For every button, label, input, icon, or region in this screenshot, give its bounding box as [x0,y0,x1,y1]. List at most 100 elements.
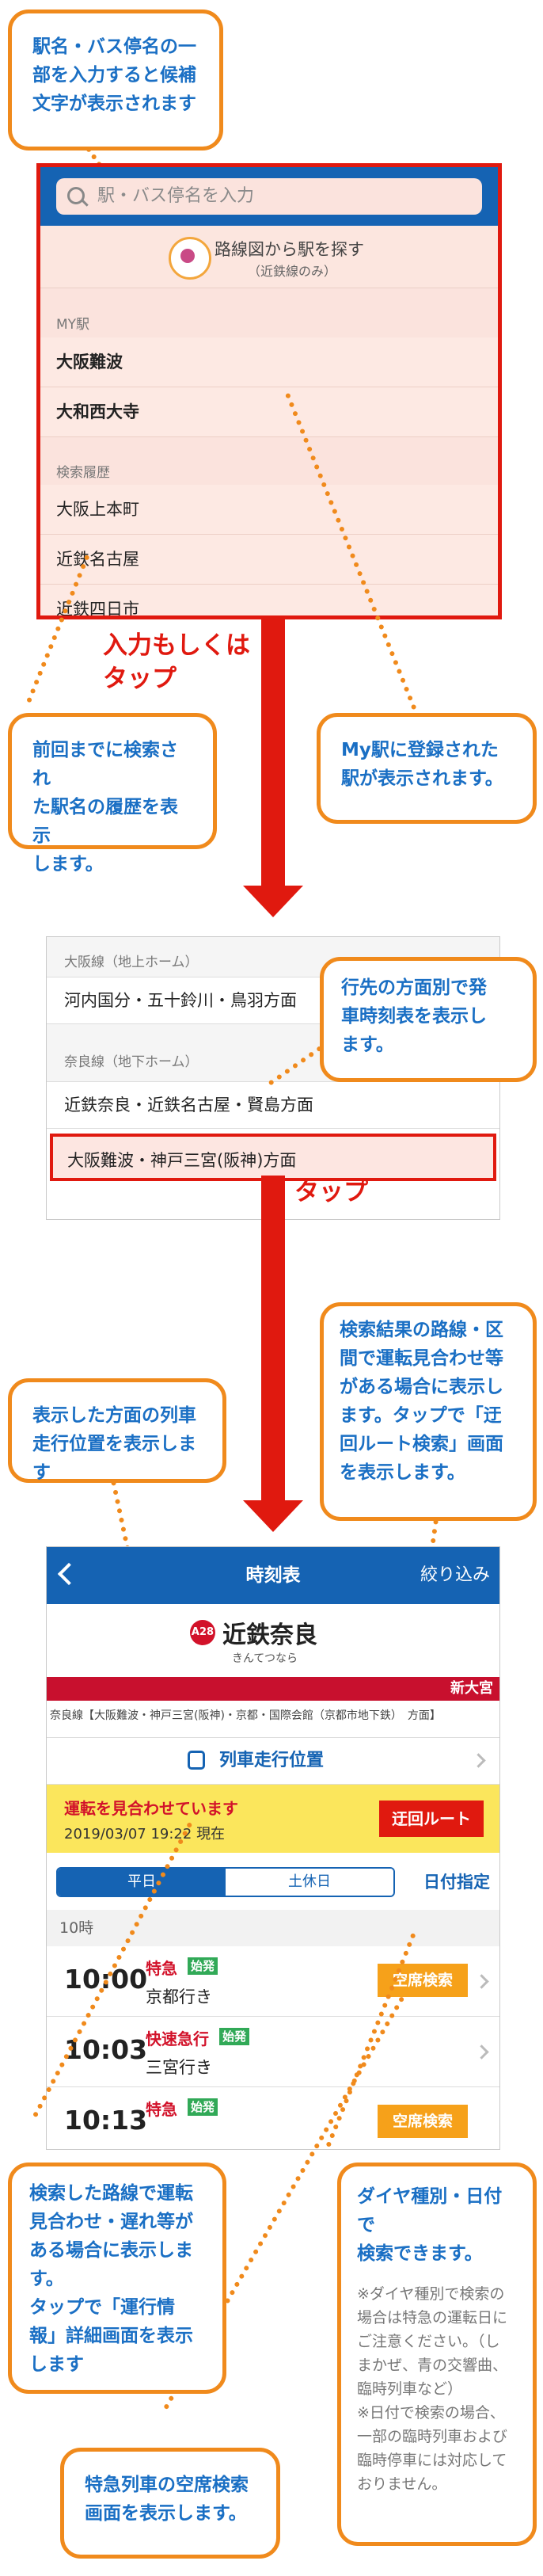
note-line: ※日付で検索の場合、 [357,2404,505,2422]
note-line: 一部の臨時列車および [357,2428,508,2445]
callout-reroute-hint: 検索結果の路線・区 間で運転見合わせ等 がある場合に表示し ます。タップで「迂 … [320,1302,537,1521]
callout-text: します [29,2354,84,2375]
train-time: 10:03 [64,2034,148,2065]
callout-operation-hint: 検索した路線で運転 見合わせ・遅れ等が ある場合に表示しま す。 タップで「運行… [8,2163,226,2394]
train-row[interactable]: 10:13 特急 始発 空席検索 [47,2087,499,2149]
warn-title: 運転を見合わせています [64,1799,238,1818]
next-station: 新大宮 [450,1680,493,1697]
flow-arrow-head [243,886,303,917]
tab-weekday[interactable]: 平日 [58,1869,226,1896]
callout-history-hint: 前回までに検索され た駅名の履歴を表示 します。 [8,713,217,875]
callout-text: 見合わせ・遅れ等が [29,2212,193,2232]
callout-position-hint: 表示した方面の列車 走行位置を表示します [8,1378,226,1483]
callout-text: た駅名の履歴を表示 [32,797,178,846]
flow-arrow [261,619,285,889]
filter-button[interactable]: 絞り込み [420,1565,490,1585]
callout-text: 回ルート検索」画面 [340,1434,503,1454]
warn-time: 2019/03/07 19:22 現在 [64,1826,226,1842]
first-departure-badge: 始発 [219,2028,250,2045]
tap-label: タップ [294,1178,368,1206]
note-line: 臨時列車など） [357,2380,463,2398]
nav-title: 時刻表 [245,1565,301,1586]
callout-text: す。 [29,2269,64,2289]
callout-text: 部を入力すると候補 [32,65,196,86]
route-map-search-button[interactable]: 路線図から駅を探す （近鉄線のみ） [40,226,498,288]
first-departure-badge: 始発 [188,2098,218,2116]
seat-search-button[interactable]: 空席検索 [378,2105,468,2138]
callout-text: ダイヤ種別・日付で [357,2186,503,2235]
callout-text: ます。 [341,1035,394,1055]
train-row[interactable]: 10:03 快速急行 始発 三宮行き [47,2017,499,2087]
day-type-segmented: 平日 土休日 [56,1867,395,1897]
train-type: 特急 [146,2100,177,2119]
direction-item-selected[interactable]: 大阪難波・神戸三宮(阪神)方面 [50,1134,496,1181]
route-map-sub: （近鉄線のみ） [248,264,337,279]
station-kana: きんてつなら [232,1652,298,1665]
station-header: A28 近鉄奈良 きんてつなら [47,1604,499,1674]
direction-item[interactable]: 近鉄奈良・近鉄名古屋・賢島方面 [47,1081,499,1129]
hour-header: 10時 [47,1910,499,1946]
station-code-badge: A28 [190,1620,215,1645]
line-bar: 新大宮 [47,1677,499,1701]
history-item[interactable]: 大阪上本町 [40,485,498,535]
callout-text: 文字が表示されます [32,93,196,114]
callout-text: します。 [32,854,104,875]
mystation-item[interactable]: 大阪難波 [40,337,498,387]
callout-text: 検索結果の路線・区 [340,1320,503,1340]
label-line: 入力もしくは [103,631,250,660]
history-header: 検索履歴 [40,437,498,485]
callout-text: 検索した路線で運転 [29,2183,193,2204]
callout-text: 走行位置を表示します [32,1434,196,1483]
callout-text: 特急列車の空席検索 [85,2475,249,2495]
date-select-button[interactable]: 日付指定 [423,1873,490,1892]
train-row[interactable]: 10:00 特急 始発 京都行き 空席検索 [47,1946,499,2017]
callout-note: ※ダイヤ種別で検索の 場合は特急の運転日に ご注意ください。（し まかぜ、青の交… [357,2282,517,2496]
note-line: おりません。 [357,2475,447,2493]
note-line: 臨時停車には対応して [357,2452,507,2469]
callout-direction-hint: 行先の方面別で発 車時刻表を表示し ます。 [320,957,537,1082]
callout-text: 報」詳細画面を表示 [29,2326,193,2346]
route-map-title: 路線図から駅を探す [215,240,364,259]
train-destination: 三宮行き [146,2058,212,2077]
operation-status-banner[interactable]: 運転を見合わせています 2019/03/07 19:22 現在 迂回ルート [47,1785,499,1853]
callout-text: 行先の方面別で発 [341,977,487,998]
nav-bar: 時刻表 絞り込み [47,1547,499,1604]
label-line: タップ [103,665,177,693]
callout-diagram-hint: ダイヤ種別・日付で 検索できます。 ※ダイヤ種別で検索の 場合は特急の運転日に … [337,2163,537,2546]
search-header: 駅・バス停名を入力 [40,167,498,226]
train-destination: 京都行き [146,1987,212,2006]
first-departure-badge: 始発 [188,1957,218,1975]
history-item[interactable]: 近鉄名古屋 [40,535,498,585]
callout-text: 駅名・バス停名の一 [32,36,196,57]
search-placeholder: 駅・バス停名を入力 [97,186,255,206]
callout-text: タップで「運行情 [29,2297,175,2318]
flow-arrow-head [243,1500,303,1532]
search-input[interactable]: 駅・バス停名を入力 [56,178,482,215]
callout-search-hint: 駅名・バス停名の一 部を入力すると候補 文字が表示されます [8,10,223,151]
reroute-button[interactable]: 迂回ルート [379,1801,484,1837]
tab-holiday[interactable]: 土休日 [226,1869,393,1896]
timetable-screen: 時刻表 絞り込み A28 近鉄奈良 きんてつなら 新大宮 奈良線【大阪難波・神戸… [46,1546,500,2150]
chevron-right-icon [471,1753,486,1768]
train-position-button[interactable]: 列車走行位置 [47,1737,499,1785]
callout-text: ある場合に表示しま [29,2240,193,2261]
mystation-header: MY駅 [40,288,498,337]
station-name: 近鉄奈良 [222,1621,317,1649]
line-direction-info: 奈良線【大阪難波・神戸三宮(阪神)・京都・国際会館（京都市地下鉄） 方面】 [50,1709,441,1722]
callout-mystation-hint: My駅に登録された 駅が表示されます。 [317,713,537,824]
callout-text: ます。タップで「迂 [340,1405,502,1426]
callout-text: を表示します。 [340,1462,465,1483]
mystation-item[interactable]: 大和西大寺 [40,387,498,437]
history-item[interactable]: 近鉄四日市 [40,585,498,615]
seat-search-button[interactable]: 空席検索 [378,1964,468,1997]
callout-text: 間で運転見合わせ等 [340,1348,503,1369]
callout-text: 画面を表示します。 [85,2503,247,2524]
flow-arrow [261,1176,285,1502]
input-or-tap-label: 入力もしくは タップ [103,629,250,695]
train-icon [188,1751,205,1770]
note-line: ※ダイヤ種別で検索の [357,2285,505,2303]
note-line: ご注意ください。（し [357,2333,500,2350]
station-search-screen: 駅・バス停名を入力 路線図から駅を探す （近鉄線のみ） MY駅 大阪難波 大和西… [36,163,502,619]
callout-text: 検索できます。 [357,2243,483,2264]
train-position-label: 列車走行位置 [219,1751,325,1770]
